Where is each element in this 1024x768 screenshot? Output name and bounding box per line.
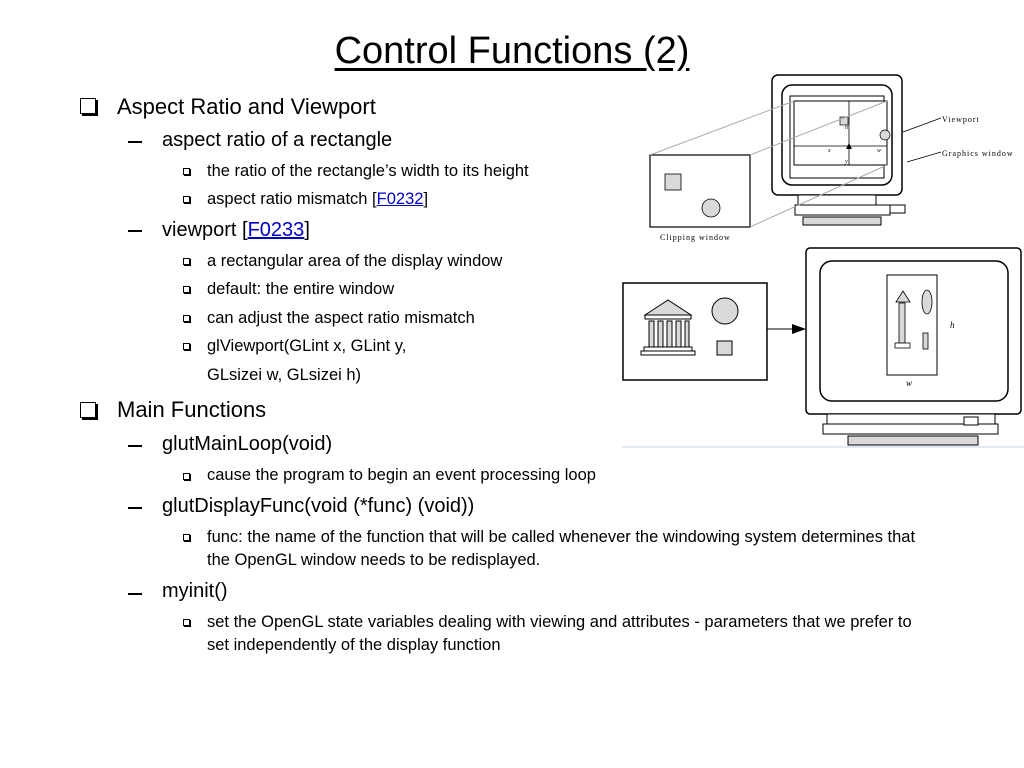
subheading-glutmainloop: glutMainLoop(void) <box>162 433 333 455</box>
item-ratio-definition: the ratio of the rectangle’s width to it… <box>207 162 529 180</box>
label-w-2: w <box>906 378 912 388</box>
clipping-window-label: Clipping window <box>660 233 731 242</box>
section-heading-main: Main Functions <box>117 397 267 422</box>
dash-bullet-icon <box>128 141 142 143</box>
link-f0233[interactable]: F0233 <box>247 219 305 241</box>
viewport-area <box>793 100 888 166</box>
item-viewport-area: a rectangular area of the display window <box>207 252 503 270</box>
temple-icon <box>640 299 696 356</box>
label-h: h <box>845 125 848 131</box>
square-shape <box>716 340 733 356</box>
link-f0232[interactable]: F0232 <box>376 190 424 208</box>
item-func-description: func: the name of the function that will… <box>207 528 916 569</box>
subheading-aspect-ratio: aspect ratio of a rectangle <box>162 129 393 151</box>
small-square-bullet-icon <box>183 315 190 322</box>
clipping-window <box>649 154 751 228</box>
small-square-bullet-icon <box>183 473 190 480</box>
small-square-bullet-icon <box>183 343 190 350</box>
small-square-bullet-icon <box>183 196 190 203</box>
dash-bullet-icon <box>128 507 142 509</box>
label-y: y <box>844 159 848 165</box>
item-viewport-adjust: can adjust the aspect ratio mismatch <box>207 309 475 327</box>
label-w: w <box>877 148 881 154</box>
slide-title: Control Functions (2) <box>334 30 690 72</box>
small-square-bullet-icon <box>183 534 190 541</box>
subheading-glutdisplayfunc: glutDisplayFunc(void (*func) (void)) <box>162 495 475 517</box>
subheading-myinit: myinit() <box>162 580 228 602</box>
dash-bullet-icon <box>128 593 142 595</box>
checkbox-bullet-icon <box>80 402 96 418</box>
subheading-viewport: viewport [F0233] <box>162 219 310 241</box>
checkbox-bullet-icon <box>80 98 96 114</box>
circle-shape <box>711 297 739 325</box>
figure-viewport-mapping: h x y w Clipping window Viewport Graphic… <box>649 74 1014 242</box>
small-square-bullet-icon <box>183 619 190 626</box>
item-glviewport-continued: GLsizei w, GLsizei h) <box>207 366 362 384</box>
small-square-bullet-icon <box>183 258 190 265</box>
small-square-bullet-icon <box>183 168 190 175</box>
stretched-viewport <box>886 274 938 376</box>
label-x: x <box>827 148 831 154</box>
item-aspect-mismatch: aspect ratio mismatch [F0232] <box>207 190 429 208</box>
item-myinit-description: set the OpenGL state variables dealing w… <box>207 613 912 654</box>
scene-window <box>622 282 768 381</box>
section-heading-aspect: Aspect Ratio and Viewport <box>117 94 376 119</box>
small-square-bullet-icon <box>183 286 190 293</box>
item-glviewport: glViewport(GLint x, GLint y, <box>207 337 407 355</box>
figure-aspect-mismatch: h w <box>622 247 1024 448</box>
dash-bullet-icon <box>128 230 142 232</box>
graphics-window-label: Graphics window <box>942 149 1014 158</box>
stretched-temple-icon <box>894 290 911 349</box>
viewport-label: Viewport <box>942 115 980 124</box>
item-viewport-default: default: the entire window <box>207 280 395 298</box>
dash-bullet-icon <box>128 445 142 447</box>
item-event-loop: cause the program to begin an event proc… <box>207 466 596 484</box>
label-h-2: h <box>950 320 955 330</box>
